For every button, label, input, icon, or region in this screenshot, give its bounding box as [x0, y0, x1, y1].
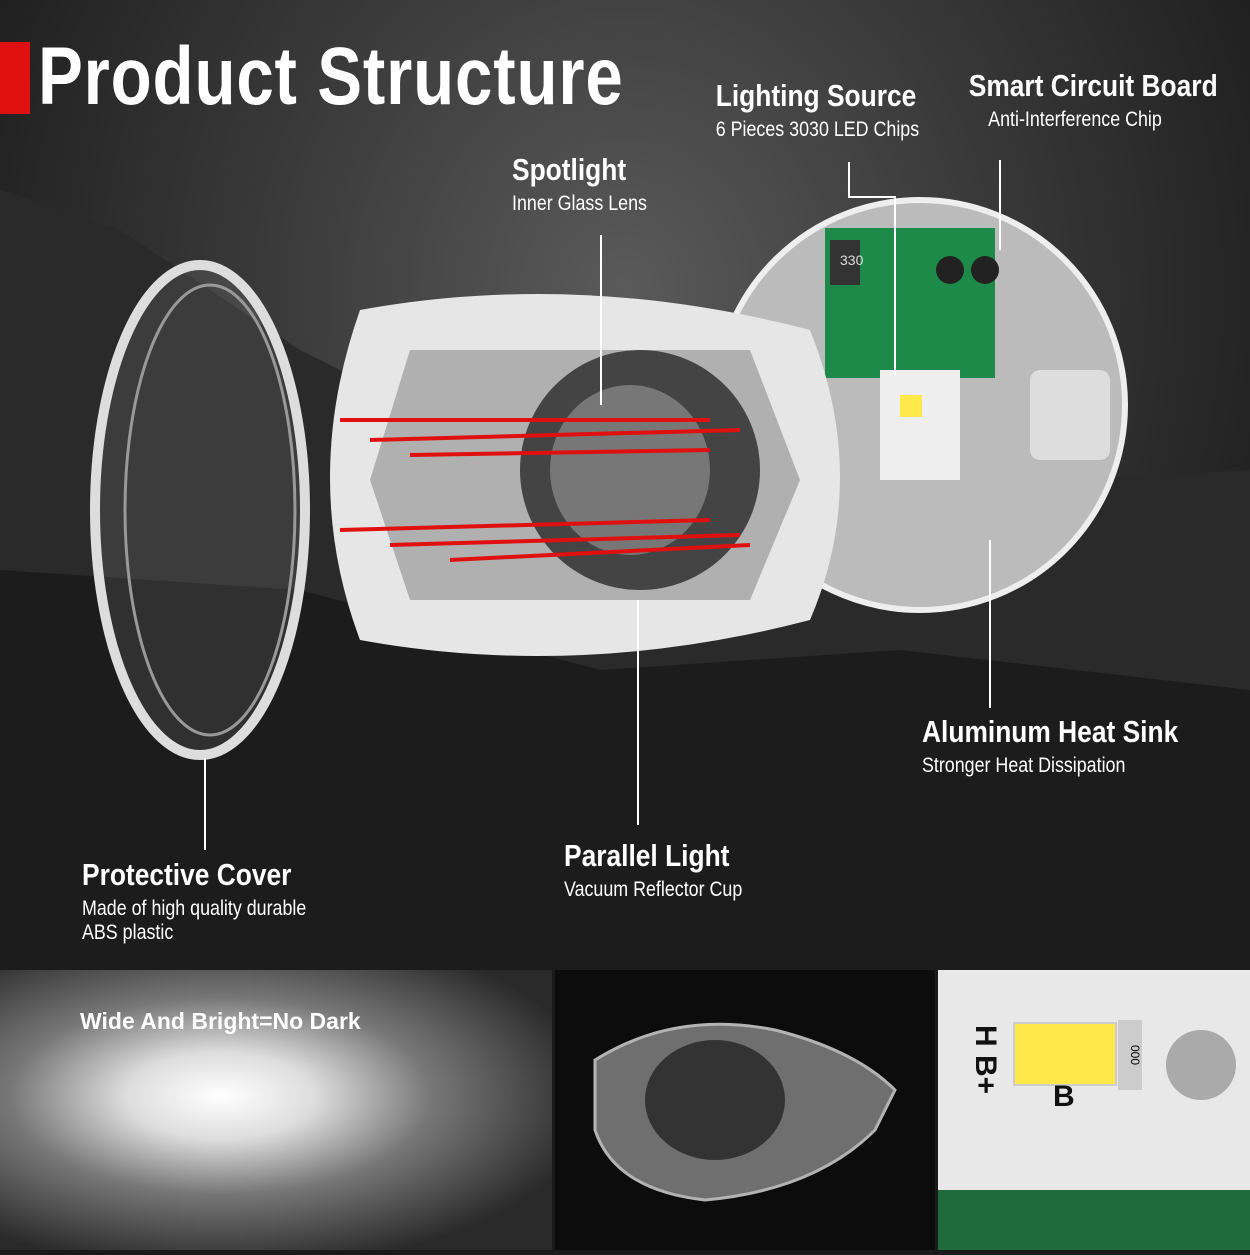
hb-plus-marking: H B+: [969, 1025, 1002, 1095]
label-lighting-source: Lighting Source 6 Pieces 3030 LED Chips: [715, 78, 920, 141]
glass-lens-image: [593, 1022, 897, 1202]
lens-closeup-panel: [555, 970, 935, 1250]
resistor: 000: [1118, 1020, 1142, 1090]
led-chip: [1013, 1022, 1117, 1086]
protective-cover-image: [90, 260, 310, 760]
leader-line: [999, 160, 1001, 250]
reflector-cup-image: [330, 294, 840, 656]
leader-line: [600, 235, 602, 405]
hero-background: 330 Product Structure Lighting Source 6 …: [0, 0, 1250, 970]
leader-line: [894, 196, 896, 376]
led-board-closeup-panel: 000 H B+ B: [938, 970, 1250, 1250]
screw-icon: [1166, 1030, 1236, 1100]
label-smart-circuit-board: Smart Circuit Board Anti-Interference Ch…: [968, 68, 1218, 131]
label-aluminum-heat-sink: Aluminum Heat Sink Stronger Heat Dissipa…: [922, 714, 1179, 777]
label-spotlight: Spotlight Inner Glass Lens: [512, 152, 647, 215]
label-parallel-light: Parallel Light Vacuum Reflector Cup: [564, 838, 743, 901]
page-title: Product Structure: [38, 31, 624, 122]
beam-pattern-panel: Wide And Bright=No Dark: [0, 970, 552, 1250]
b-marking: B: [1053, 1080, 1075, 1113]
beam-caption: Wide And Bright=No Dark: [80, 1008, 361, 1034]
leader-line: [848, 196, 896, 198]
leader-line: [848, 162, 850, 198]
title-accent-bar: [0, 42, 30, 114]
leader-line: [989, 540, 991, 708]
leader-line: [204, 758, 206, 850]
leader-line: [637, 600, 639, 825]
label-protective-cover: Protective Cover Made of high quality du…: [82, 857, 307, 944]
circuit-board-strip: [938, 1190, 1250, 1250]
svg-text:330: 330: [840, 252, 864, 268]
